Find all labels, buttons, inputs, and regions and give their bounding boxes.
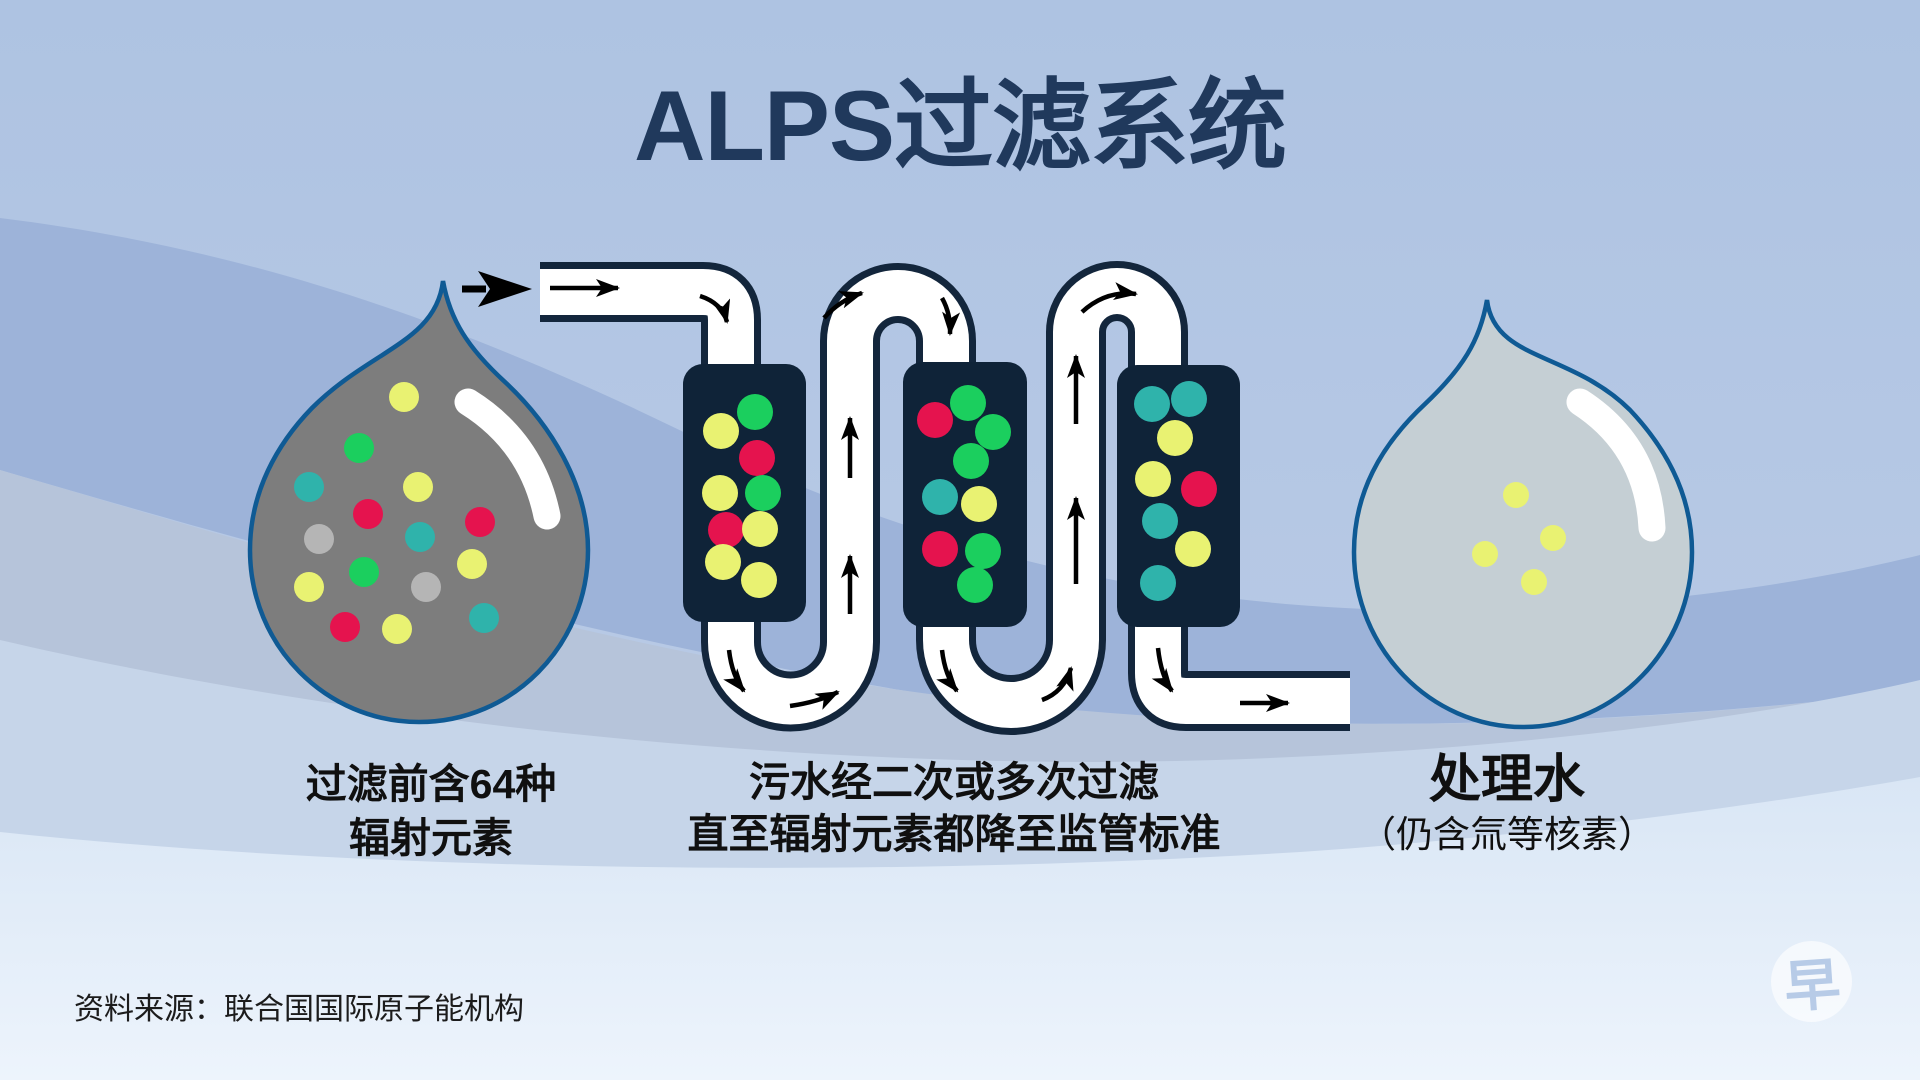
inlet-arrow [462, 271, 532, 307]
droplet-after [1351, 299, 1695, 730]
green-element-dot [957, 567, 993, 603]
droplet-before-dots [294, 382, 499, 644]
yellow-element-dot [961, 486, 997, 522]
yellow-element-dot [294, 572, 324, 602]
flow-arrow [1041, 666, 1074, 703]
red-element-dot [330, 612, 360, 642]
green-element-dot [349, 557, 379, 587]
flow-arrow [940, 296, 961, 336]
yellow-element-dot [389, 382, 419, 412]
green-element-dot [953, 443, 989, 479]
yellow-element-dot [702, 475, 738, 511]
red-element-dot [922, 531, 958, 567]
caption-process-line2: 直至辐射元素都降至监管标准 [687, 811, 1221, 857]
caption-treated-water: 处理水 （仍含氚等核素） [1352, 750, 1662, 860]
caption-filter-process: 污水经二次或多次过滤 直至辐射元素都降至监管标准 [648, 756, 1260, 860]
teal-element-dot [1134, 386, 1170, 422]
filter-columns [683, 362, 1240, 627]
yellow-element-dot [1540, 525, 1566, 551]
yellow-element-dot [1175, 531, 1211, 567]
green-element-dot [965, 533, 1001, 569]
filter-3-dots [1134, 381, 1217, 601]
green-element-dot [745, 475, 781, 511]
gray-element-dot [304, 524, 334, 554]
yellow-element-dot [403, 472, 433, 502]
yellow-element-dot [1157, 420, 1193, 456]
green-element-dot [950, 385, 986, 421]
yellow-element-dot [1472, 541, 1498, 567]
droplet-after-highlight [1566, 388, 1666, 542]
green-element-dot [975, 414, 1011, 450]
caption-before-filter: 过滤前含64种 辐射元素 [231, 757, 631, 865]
flow-arrow [936, 649, 959, 693]
zaobao-logo: 早 [1771, 941, 1852, 1022]
droplet-before-highlight [454, 388, 561, 530]
red-element-dot [1181, 471, 1217, 507]
gray-element-dot [411, 572, 441, 602]
wave-bottom [0, 777, 1920, 1080]
filter-column-3 [1117, 365, 1240, 627]
flow-arrow [699, 293, 731, 324]
teal-element-dot [1140, 565, 1176, 601]
caption-before-line1: 过滤前含64种 [305, 761, 557, 807]
caption-after-line1: 处理水 [1428, 751, 1585, 809]
yellow-element-dot [703, 413, 739, 449]
teal-element-dot [1142, 503, 1178, 539]
yellow-element-dot [1503, 482, 1529, 508]
yellow-element-dot [1521, 569, 1547, 595]
teal-element-dot [405, 522, 435, 552]
flow-arrow [822, 290, 864, 320]
flow-arrows [462, 271, 1290, 712]
yellow-element-dot [457, 549, 487, 579]
teal-element-dot [1171, 381, 1207, 417]
teal-element-dot [469, 603, 499, 633]
red-element-dot [708, 512, 744, 548]
red-element-dot [739, 440, 775, 476]
flow-arrow [1151, 647, 1174, 693]
caption-after-line2: （仍含氚等核素） [1359, 814, 1655, 855]
green-element-dot [737, 394, 773, 430]
red-element-dot [353, 499, 383, 529]
green-element-dot [344, 433, 374, 463]
yellow-element-dot [742, 511, 778, 547]
yellow-element-dot [705, 544, 741, 580]
droplet-after-dots [1472, 482, 1566, 595]
zaobao-logo-character: 早 [1781, 952, 1842, 1019]
caption-process-line1: 污水经二次或多次过滤 [749, 759, 1159, 805]
yellow-element-dot [741, 562, 777, 598]
filter-2-dots [917, 385, 1011, 603]
teal-element-dot [294, 472, 324, 502]
page-title: ALPS过滤系统 [633, 70, 1287, 181]
droplet-before [247, 280, 591, 725]
caption-before-line2: 辐射元素 [349, 815, 513, 861]
filter-1-dots [702, 394, 781, 598]
red-element-dot [917, 402, 953, 438]
source-note: 资料来源：联合国国际原子能机构 [74, 993, 524, 1026]
flow-arrow [1080, 282, 1138, 314]
red-element-dot [465, 507, 495, 537]
yellow-element-dot [382, 614, 412, 644]
yellow-element-dot [1135, 461, 1171, 497]
flow-arrow [789, 689, 840, 710]
teal-element-dot [922, 479, 958, 515]
flow-arrow [723, 649, 746, 693]
